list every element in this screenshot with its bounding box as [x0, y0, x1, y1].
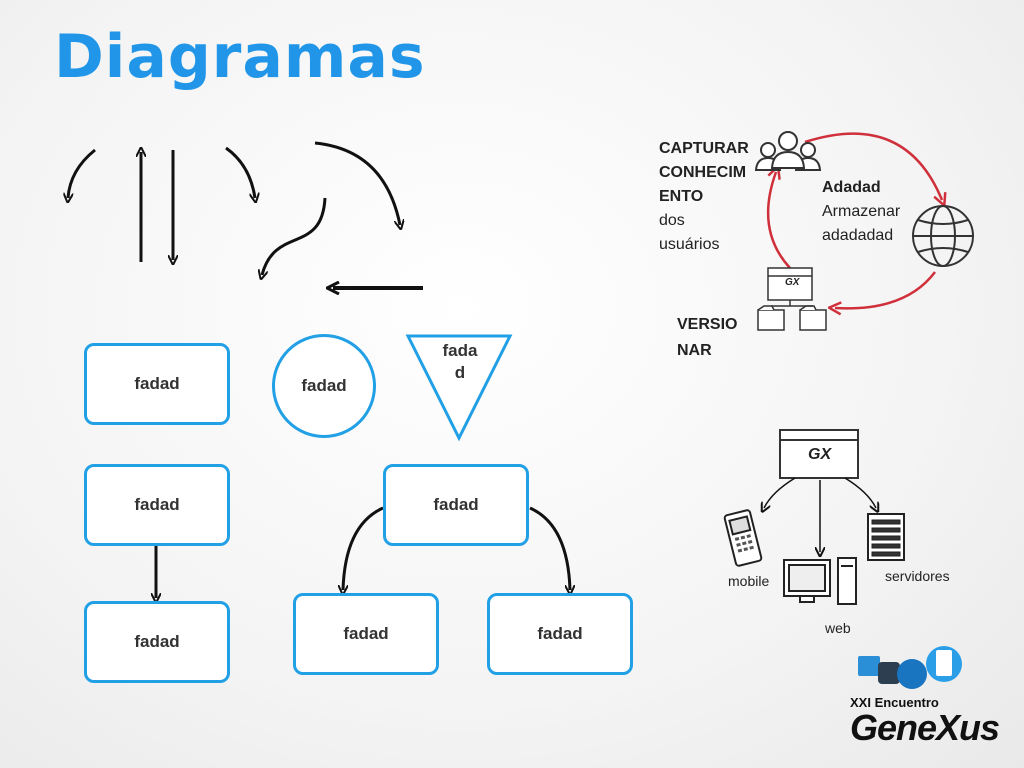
- shape-box-top-left: fadad: [84, 343, 230, 425]
- arrow-large-curve: [314, 141, 400, 225]
- shape-box-tree-right: fadad: [487, 593, 633, 675]
- deploy-gx-window-icon: [779, 429, 859, 479]
- servers-label: servidores: [885, 568, 950, 584]
- shape-circle: fadad: [272, 334, 376, 438]
- deploy-arrow-mobile: [764, 477, 796, 508]
- genexus-devices-icon: [858, 646, 962, 689]
- shape-box-bottom-left: fadad: [84, 601, 230, 683]
- store-label: Adadad Armazenar adadadad: [822, 179, 901, 244]
- shape-box-tree-root: fadad: [383, 464, 529, 546]
- people-icon: [754, 131, 822, 171]
- triangle-label: fada d: [442, 341, 478, 382]
- cycle-gx-label: GX: [785, 277, 800, 288]
- mobile-label: mobile: [728, 573, 770, 589]
- arrow-s-curve: [262, 197, 327, 275]
- connector-tree-left: [343, 506, 384, 590]
- gx-window-icon: [757, 267, 827, 331]
- capture-label: CAPTURAR CONHECIM ENTO dos usuários: [659, 140, 749, 253]
- cycle-arrow-left: [766, 172, 791, 269]
- shape-box-tree-left: fadad: [293, 593, 439, 675]
- cycle-arrow-top: [804, 132, 942, 200]
- version-label: VERSIO NAR: [677, 316, 738, 359]
- globe-icon: [912, 205, 974, 267]
- deploy-arrow-servers: [844, 477, 876, 508]
- arrow-curve-left: [68, 148, 96, 198]
- web-label: web: [825, 620, 851, 636]
- mobile-phone-icon: [723, 509, 763, 567]
- shape-box-mid-left: fadad: [84, 464, 230, 546]
- desktop-computer-icon: [783, 557, 857, 605]
- arrow-curve-right: [225, 146, 255, 198]
- genexus-logo: XXI Encuentro GeneXus: [850, 695, 1000, 748]
- cycle-arrow-bottom: [835, 271, 936, 308]
- deploy-gx-label: GX: [808, 446, 832, 463]
- slide-title: Diagramas: [54, 22, 426, 92]
- brand-name: GeneXus: [850, 707, 1000, 748]
- servers-icon: [867, 513, 905, 561]
- event-name: XXI Encuentro: [850, 695, 939, 710]
- triangle-shape: [405, 334, 513, 442]
- connector-tree-right: [529, 506, 570, 590]
